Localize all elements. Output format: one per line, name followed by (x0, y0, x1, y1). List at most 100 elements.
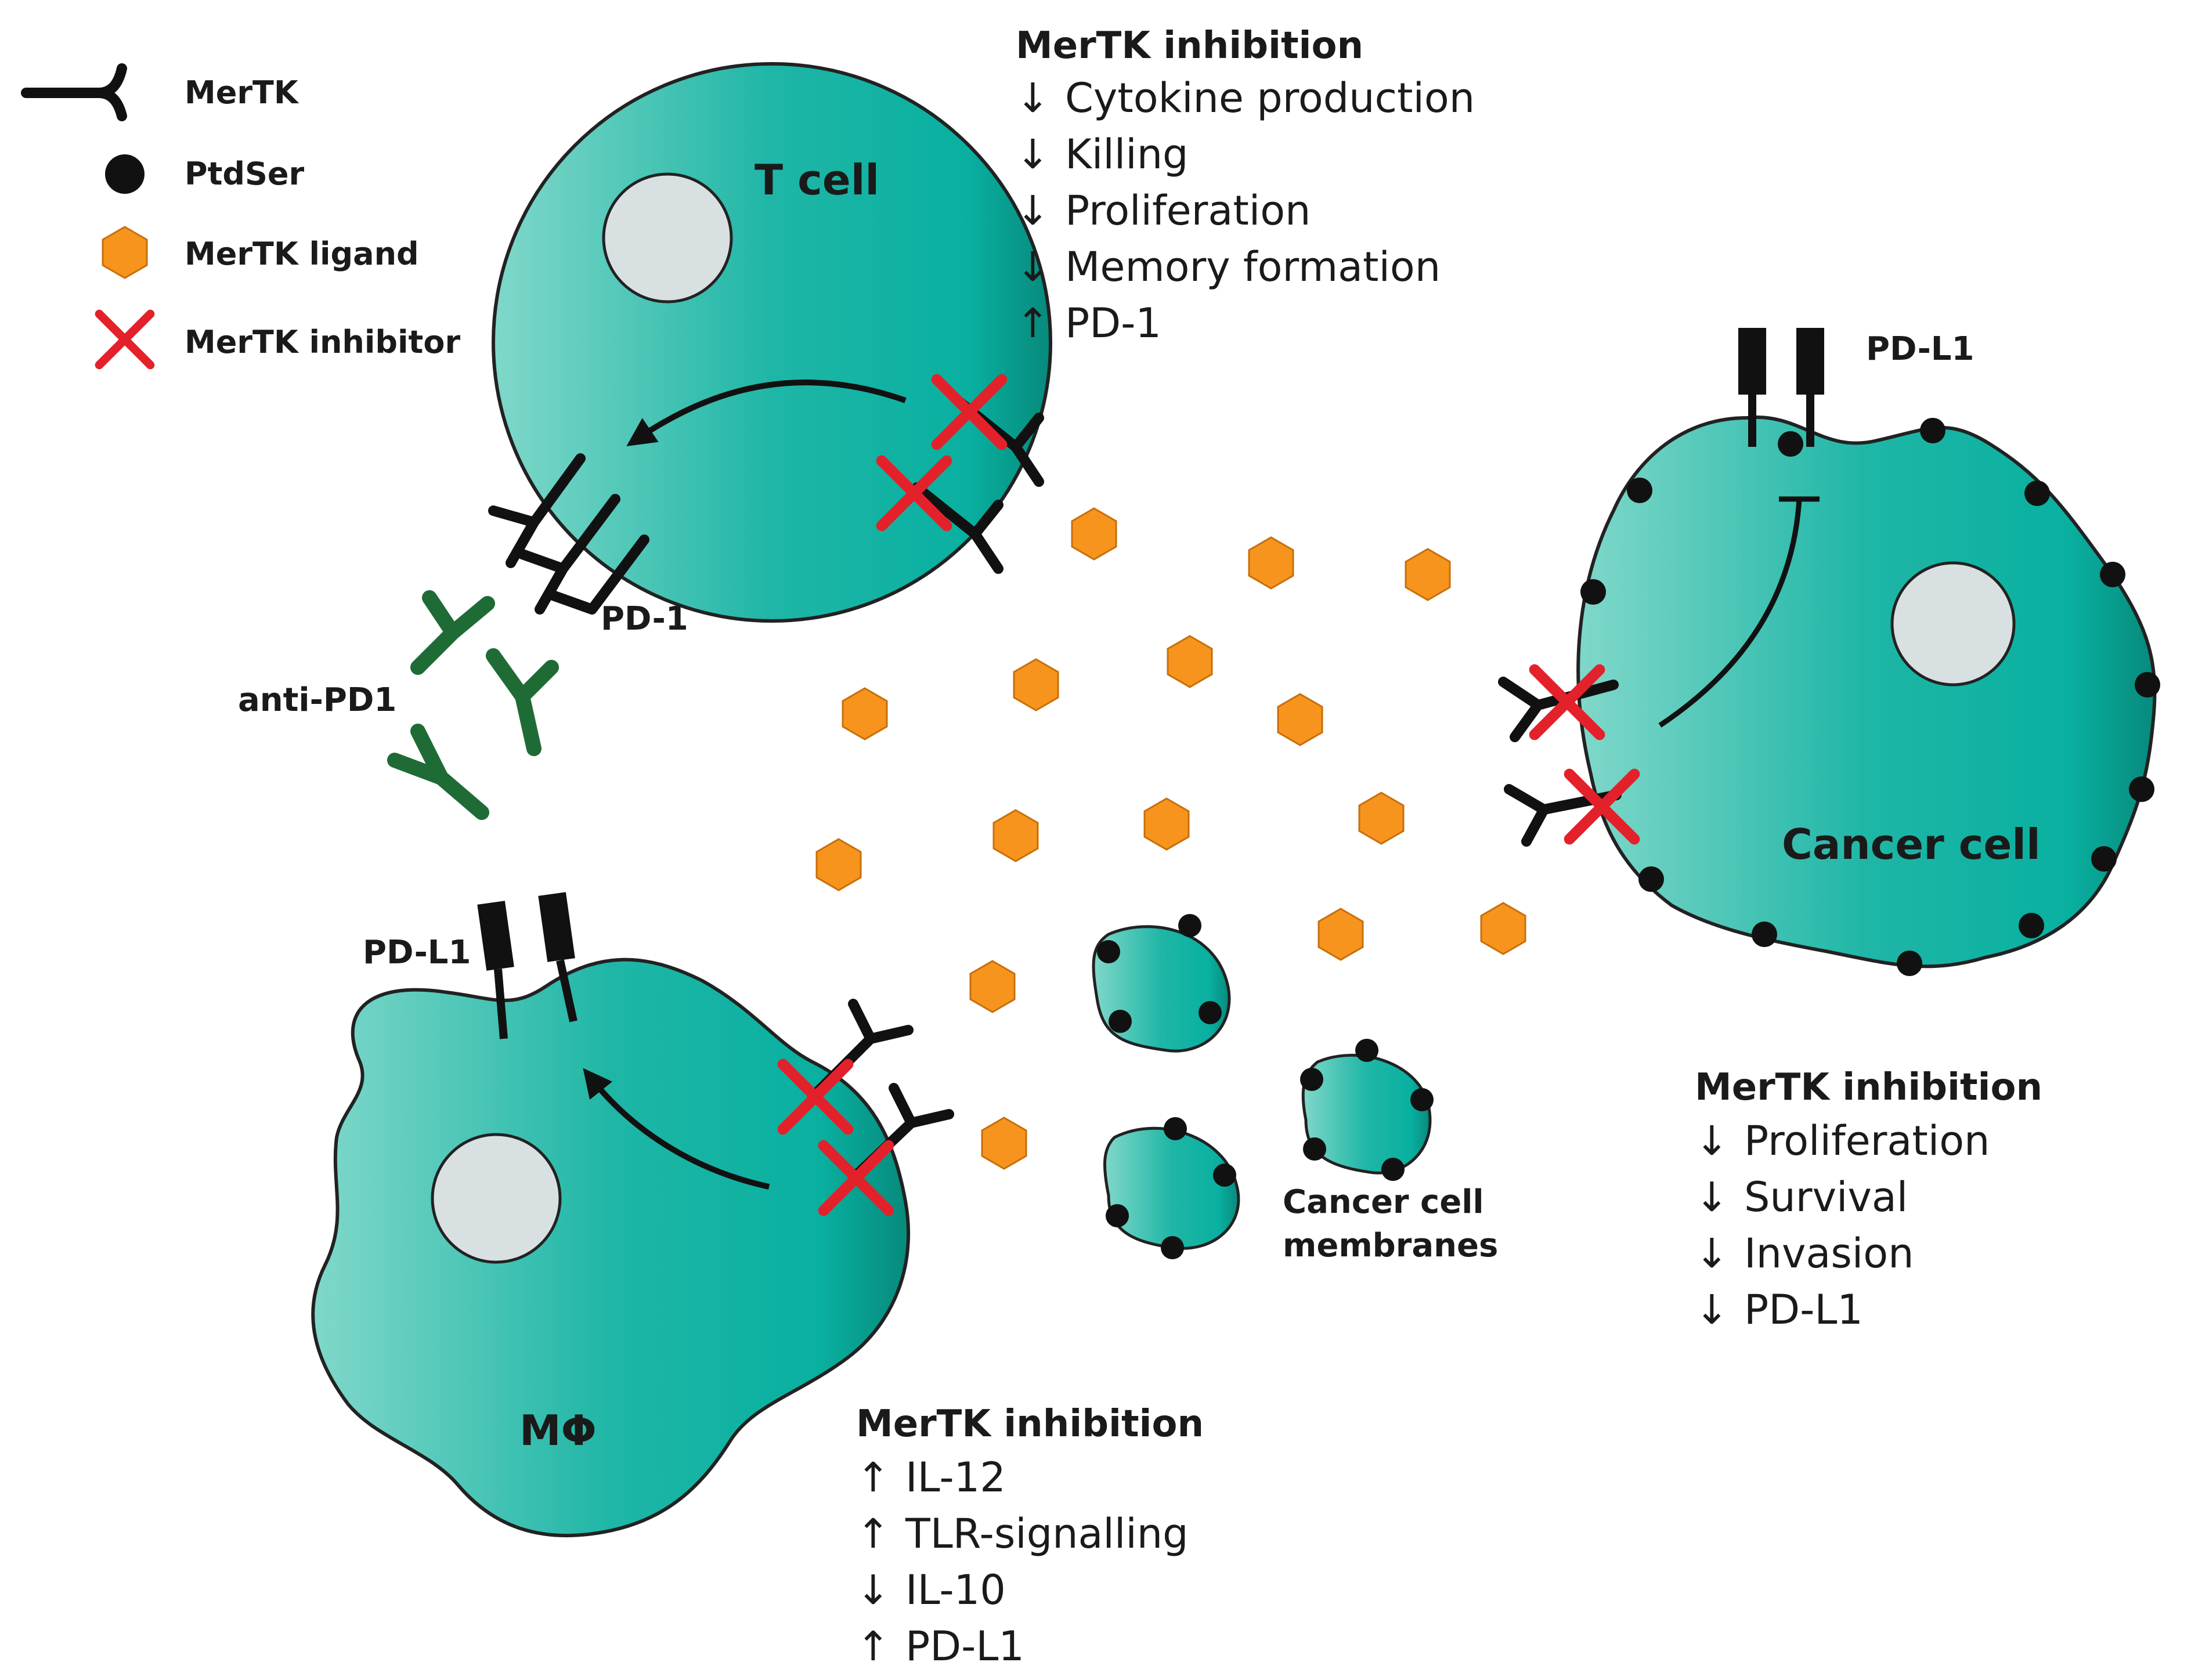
ptdser-dot (1778, 431, 1803, 457)
ligand (1480, 902, 1526, 955)
tcell-effect-item: ↓ Killing (1016, 131, 1189, 178)
effect-text: PD-1 (1065, 299, 1161, 347)
cancer-cell-membranes: Cancer cell membranes (1092, 914, 1498, 1264)
effect-text: TLR-signalling (905, 1510, 1189, 1558)
t-cell-signal-arrow (626, 380, 907, 447)
effect-arrow: ↓ (1016, 74, 1050, 122)
ptdser-dot (1410, 1088, 1434, 1111)
effect-text: IL-12 (905, 1454, 1006, 1501)
ligand (992, 809, 1039, 862)
membranes-label-line2: membranes (1283, 1227, 1498, 1264)
t-cell-nucleus (602, 172, 733, 304)
macrophage-pdl1 (477, 892, 577, 1039)
ligand (1013, 658, 1059, 711)
tcell-effects: MerTK inhibition ↓ Cytokine production ↓… (1016, 24, 1475, 347)
t-cell-mertk-receptors (912, 395, 1044, 574)
macrophage-effects-title: MerTK inhibition (856, 1403, 1204, 1446)
ligand (1405, 548, 1451, 601)
cancer-effect-item: ↓ PD-L1 (1695, 1286, 1863, 1334)
effect-text: Survival (1744, 1173, 1908, 1221)
ptdser-dot (2019, 913, 2044, 938)
cancer-effect-item: ↓ Proliferation (1695, 1117, 1990, 1165)
cancer-effect-item: ↓ Survival (1695, 1173, 1908, 1221)
tcell-effect-item: ↓ Memory formation (1016, 243, 1441, 291)
ptdser-dot (1199, 1001, 1222, 1024)
ptdser-dot (1381, 1158, 1405, 1181)
t-cell-body (492, 62, 1052, 623)
effect-text: PD-L1 (1744, 1286, 1863, 1334)
ptdser-dot (1178, 914, 1201, 937)
effect-arrow: ↓ (1695, 1117, 1729, 1165)
macrophage-effect-item: ↑ TLR-signalling (856, 1510, 1189, 1558)
ptdser-dot (2024, 480, 2050, 506)
cancer-cell-label: Cancer cell (1782, 820, 2041, 869)
cancer-pdl1 (1738, 328, 1824, 447)
effect-arrow: ↓ (1016, 131, 1050, 178)
effect-text: Invasion (1744, 1230, 1914, 1277)
ptdser-dot (2129, 776, 2154, 802)
cancer-cell-body (1576, 416, 2157, 969)
effect-arrow: ↓ (1695, 1286, 1729, 1334)
effect-arrow: ↓ (1016, 187, 1050, 234)
ptdser-dot (1303, 1137, 1326, 1161)
membranes-label-line1: Cancer cell (1283, 1183, 1484, 1221)
cancer-cell-nucleus (1890, 561, 2016, 687)
macrophage-body (311, 958, 911, 1538)
cancer-effect-item: ↓ Invasion (1695, 1230, 1914, 1277)
ligand (969, 960, 1016, 1013)
ptdser-dot (1106, 1204, 1129, 1227)
macrophage-nucleus (431, 1133, 562, 1264)
cancer-cell-ptdser (1580, 418, 2160, 976)
effect-text: IL-10 (905, 1566, 1006, 1614)
ptdser-dot (2091, 846, 2117, 872)
mertk-ligands (815, 507, 1526, 1170)
effect-text: Killing (1065, 131, 1189, 178)
macrophage-effect-item: ↑ PD-L1 (856, 1623, 1024, 1670)
effect-arrow: ↑ (856, 1623, 890, 1670)
inhibitor-legend-icon (99, 314, 150, 365)
macrophage-label: MΦ (519, 1406, 597, 1455)
legend-inhibitor-label: MerTK inhibitor (185, 324, 460, 360)
effect-arrow: ↑ (856, 1454, 890, 1501)
t-cell-label: T cell (755, 156, 879, 204)
legend-ligand-label: MerTK ligand (185, 236, 419, 272)
macrophage-effect-item: ↓ IL-10 (856, 1566, 1006, 1614)
ptdser-dot (1920, 418, 1945, 443)
ligand (1318, 908, 1364, 961)
ptdser-dot (1580, 579, 1606, 605)
effect-text: Proliferation (1065, 187, 1311, 234)
cancer-effects-title: MerTK inhibition (1695, 1066, 2042, 1109)
ptdser-legend-icon (105, 154, 145, 194)
legend: MerTK PtdSer MerTK ligand MerTK inhibito… (21, 63, 460, 365)
anti-pd1-label: anti-PD1 (238, 681, 396, 719)
ligand (1358, 792, 1405, 845)
macrophage-signal-arrow (583, 1068, 770, 1190)
cancer-cell: Cancer cell PD-L1 (1498, 328, 2160, 976)
cancer-inhibition-arc (1658, 498, 1802, 728)
t-cell: T cell PD-1 (488, 62, 1052, 638)
cancer-pdl1-label: PD-L1 (1866, 330, 1974, 368)
ptdser-dot (1161, 1236, 1184, 1259)
ligand (815, 838, 862, 891)
ptdser-dot (2100, 562, 2125, 587)
ptdser-dot (1097, 940, 1120, 963)
mertk-legend-icon (21, 63, 127, 121)
tcell-effect-item: ↓ Proliferation (1016, 187, 1311, 234)
tcell-effects-title: MerTK inhibition (1016, 24, 1363, 67)
ptdser-dot (1164, 1117, 1187, 1140)
macrophage-effects: MerTK inhibition ↑ IL-12 ↑ TLR-signallin… (856, 1403, 1204, 1670)
ligand (842, 687, 888, 740)
legend-mertk-label: MerTK (185, 74, 299, 111)
ligand (1071, 507, 1117, 561)
ptdser-dot (1752, 922, 1777, 947)
effect-arrow: ↓ (856, 1566, 890, 1614)
effect-arrow: ↑ (856, 1510, 890, 1558)
legend-ptdser-label: PtdSer (185, 156, 305, 192)
ligand (981, 1117, 1027, 1170)
ligand (1277, 693, 1323, 746)
ligand (1167, 635, 1213, 688)
ptdser-dot (1638, 866, 1664, 892)
ptdser-dot (2135, 672, 2160, 698)
ptdser-dot (1213, 1164, 1236, 1187)
